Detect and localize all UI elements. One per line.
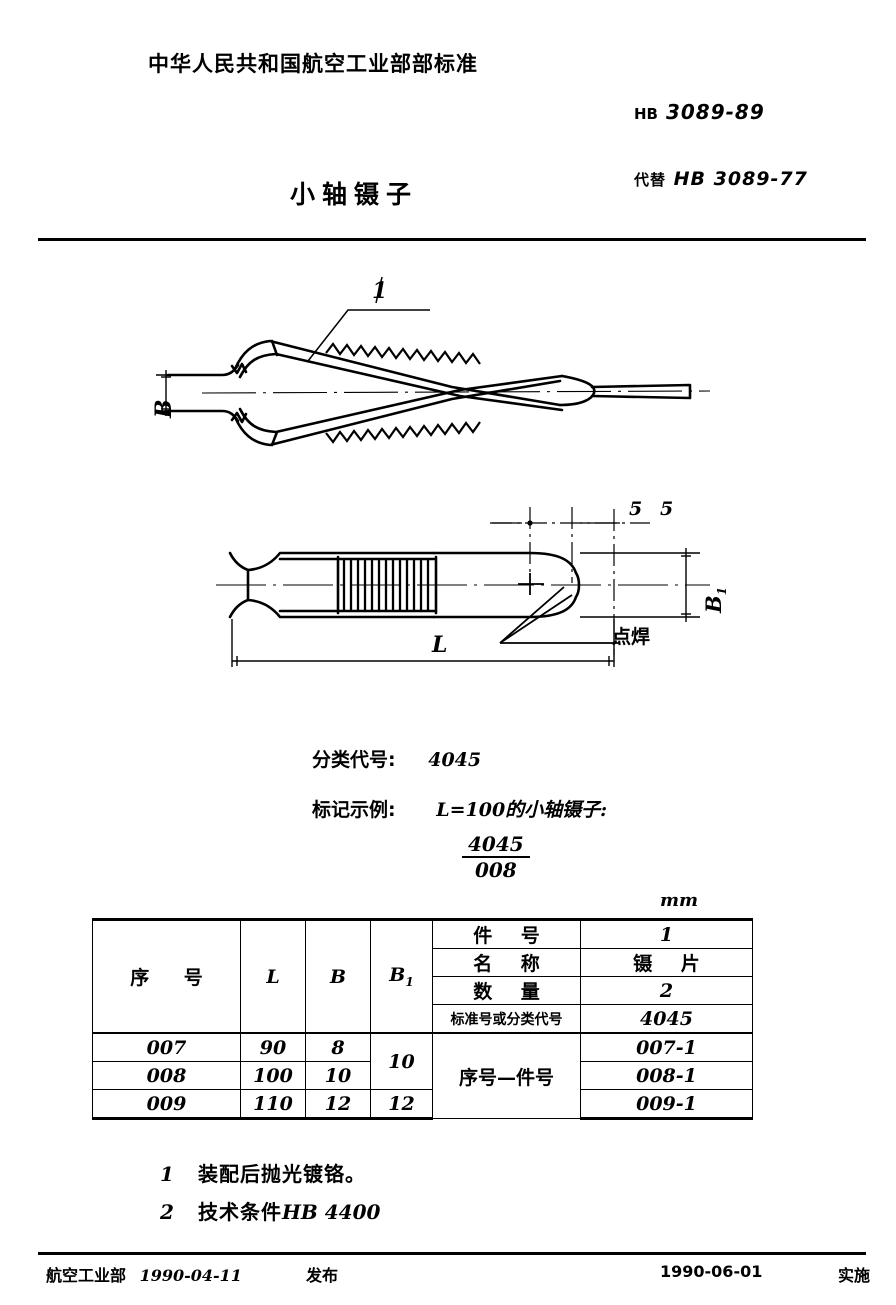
row-b-009: 12 [305, 1089, 371, 1120]
dimension-table: 序 号 L B B1 件 号 1 名 称 镊 片 数 量 2 标准号或分类代号 … [92, 918, 753, 1120]
page-title: 小轴镊子 [290, 180, 419, 209]
table-row: 007 90 8 10 序号—件号 007-1 [92, 1032, 753, 1119]
row-l-009: 110 [240, 1089, 306, 1120]
marking-example-row: 标记示例: L=100的小轴镊子: [312, 795, 607, 822]
replaces-number: HB 3089-77 [673, 168, 808, 190]
standard-number-value: 3089-89 [665, 100, 765, 124]
replaces-line: 代替 HB 3089-77 [634, 168, 808, 190]
marking-example-value: L=100的小轴镊子: [436, 799, 608, 821]
replaces-label: 代替 [634, 171, 667, 189]
row-seq-009: 009 [92, 1089, 241, 1120]
footer-issuer-block: 航空工业部 1990-04-11 [46, 1262, 242, 1286]
marking-example-label: 标记示例: [312, 799, 396, 821]
footer-issue-word: 发布 [306, 1266, 339, 1285]
note-item: 1 装配后抛光镀铬。 [160, 1158, 380, 1187]
note-text-2: 技术条件 [198, 1200, 282, 1224]
right-value-qty: 2 [580, 976, 753, 1005]
standard-prefix: HB [634, 105, 658, 123]
marking-numerator: 4045 [468, 832, 524, 856]
footer-rule [38, 1252, 866, 1255]
row-b-008: 10 [305, 1061, 371, 1090]
note-text-1: 装配后抛光镀铬。 [198, 1162, 366, 1186]
top-view-width-label: B [151, 399, 177, 444]
classification-code-label: 分类代号: [312, 749, 396, 771]
table-row: 009 110 12 12 009-1 [92, 1089, 753, 1120]
notes-list: 1 装配后抛光镀铬。 2 技术条件HB 4400 [160, 1158, 380, 1234]
right-value-std-code: 4045 [580, 1004, 753, 1034]
standard-number: HB 3089-89 [634, 100, 765, 124]
row-l-008: 100 [240, 1061, 306, 1090]
row-b1-10: 10 [370, 1032, 433, 1090]
note-number-1: 1 [160, 1162, 174, 1186]
classification-code-value: 4045 [428, 749, 482, 771]
header-rule [38, 238, 866, 241]
part-group-label: 序号—件号 [432, 1032, 581, 1119]
footer-issuer: 航空工业部 [46, 1266, 127, 1285]
note-item: 2 技术条件HB 4400 [160, 1196, 380, 1225]
side-view-length-label: L [432, 632, 448, 658]
header-seq: 序 号 [92, 918, 241, 1034]
header-b1: B1 [370, 918, 433, 1034]
right-value-name: 镊 片 [580, 948, 753, 977]
classification-code-row: 分类代号: 4045 [312, 745, 481, 772]
height-label-subscript: 1 [715, 586, 730, 596]
footer-effective-date: 1990-06-01 [660, 1262, 763, 1281]
row-partno-007: 007-1 [580, 1032, 753, 1062]
side-view-dim-5-right: 5 [660, 498, 674, 520]
right-label-qty: 数 量 [432, 976, 581, 1005]
table-row: 序 号 L B B1 件 号 1 [92, 918, 753, 1034]
top-view-drawing [156, 276, 711, 447]
note-reference-2: HB 4400 [282, 1200, 381, 1224]
table-unit-label: mm [660, 890, 699, 911]
row-b-007: 8 [305, 1032, 371, 1062]
row-seq-008: 008 [92, 1061, 241, 1090]
table-row: 标准号或分类代号 4045 [93, 1004, 753, 1034]
top-view-item-callout: 1 [372, 278, 388, 304]
row-b1-12: 12 [370, 1089, 433, 1120]
side-view-drawing [216, 507, 710, 667]
footer-effective-word: 实施 [838, 1266, 871, 1285]
table-row: 名 称 镊 片 [93, 948, 753, 977]
height-label-b: B [701, 595, 726, 613]
side-view-height-label: B1 [701, 587, 729, 641]
row-partno-008: 008-1 [580, 1061, 753, 1090]
marking-denominator: 008 [462, 856, 530, 882]
right-value-part-no: 1 [580, 918, 753, 949]
marking-designation-fraction: 4045 008 [462, 832, 530, 882]
header-l: L [240, 918, 306, 1034]
table-row: 008 100 10 008-1 [92, 1061, 753, 1090]
row-seq-007: 007 [92, 1032, 241, 1062]
width-label-b: B [151, 399, 177, 418]
header-b: B [305, 918, 371, 1034]
note-number-2: 2 [160, 1200, 174, 1224]
table-row: 数 量 2 [93, 976, 753, 1005]
ministry-title: 中华人民共和国航空工业部部标准 [148, 52, 478, 76]
right-label-std-code: 标准号或分类代号 [432, 1004, 581, 1034]
right-label-name: 名 称 [432, 948, 581, 977]
side-view-dim-5-left: 5 [629, 498, 643, 520]
row-partno-009: 009-1 [580, 1089, 753, 1120]
footer-issue-date: 1990-04-11 [139, 1266, 242, 1285]
spot-weld-note: 点焊 [612, 626, 651, 648]
row-l-007: 90 [240, 1032, 306, 1062]
right-label-part-no: 件 号 [432, 918, 581, 949]
